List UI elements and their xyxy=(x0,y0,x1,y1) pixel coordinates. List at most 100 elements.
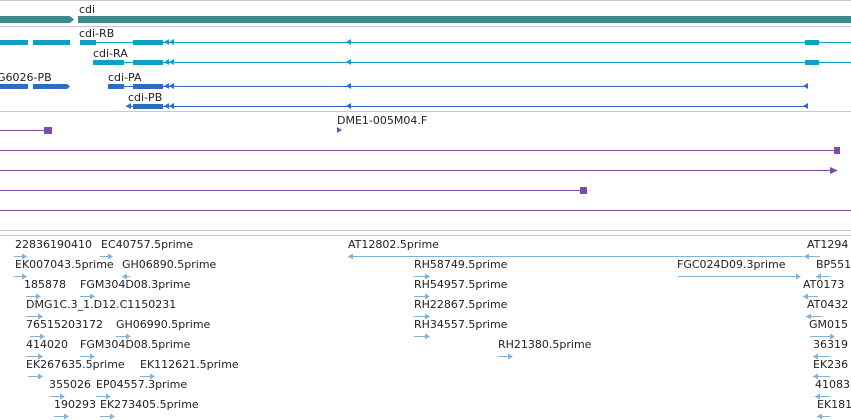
feature-label: BP551 xyxy=(816,258,851,271)
strand-arrow-right xyxy=(36,293,41,300)
feature-label: G6026-PB xyxy=(0,71,52,84)
exon-block[interactable] xyxy=(33,84,67,89)
feature-label: GM015 xyxy=(809,318,848,331)
feature-label: 36319 xyxy=(813,338,848,351)
strand-arrow-left xyxy=(803,293,808,300)
exon-block[interactable] xyxy=(108,84,124,89)
strand-arrow-left xyxy=(803,83,808,89)
strand-arrow-right xyxy=(425,293,430,300)
strand-arrow-left xyxy=(817,413,822,420)
feature-label: EK007043.5prime xyxy=(15,258,114,271)
strand-arrow-left xyxy=(169,103,174,109)
strand-arrow-left xyxy=(806,313,811,320)
strand-arrow-left xyxy=(169,59,174,65)
strand-arrow-left xyxy=(804,253,809,260)
strand-arrow-left xyxy=(164,39,169,45)
feature-label: 185878 xyxy=(24,278,66,291)
strand-arrow-right xyxy=(70,16,74,23)
feature-label: 190293 xyxy=(54,398,96,411)
strand-arrow-left xyxy=(813,353,818,360)
strand-arrow-right xyxy=(126,333,131,340)
feature-label: cdi-PB xyxy=(128,91,162,104)
feature-label: GH06890.5prime xyxy=(122,258,217,271)
feature-label: GH06990.5prime xyxy=(116,318,211,331)
feature-label: EK273405.5prime xyxy=(100,398,199,411)
strand-arrow-left xyxy=(816,273,821,280)
clone-block[interactable] xyxy=(44,127,52,134)
feature-label: EC40757.5prime xyxy=(101,238,193,251)
feature-label: cdi xyxy=(79,3,95,16)
feature-label: FGC024D09.3prime xyxy=(677,258,786,271)
strand-arrow-left xyxy=(813,373,818,380)
feature-label: RH21380.5prime xyxy=(498,338,592,351)
feature-label: RH22867.5prime xyxy=(414,298,508,311)
strand-arrow-right xyxy=(106,393,111,400)
feature-label: 76515203172 xyxy=(26,318,103,331)
strand-arrow-left xyxy=(815,393,820,400)
feature-label: AT12802.5prime xyxy=(348,238,439,251)
strand-arrow-left xyxy=(346,59,351,65)
strand-arrow-right xyxy=(38,313,43,320)
gene-block[interactable] xyxy=(0,16,70,23)
strand-arrow-right xyxy=(22,273,27,280)
feature-label: AT0173 xyxy=(803,278,844,291)
strand-arrow-right xyxy=(425,313,430,320)
feature-label: FGM304D08.3prime xyxy=(80,278,191,291)
strand-arrow-right xyxy=(67,84,70,89)
strand-arrow-right xyxy=(425,273,430,280)
exon-block[interactable] xyxy=(0,40,28,45)
feature-label: cdi-RA xyxy=(93,47,128,60)
strand-arrow-left xyxy=(346,39,351,45)
strand-arrow-left xyxy=(169,83,174,89)
strand-arrow-right xyxy=(830,333,835,340)
strand-arrow-right xyxy=(508,353,513,360)
exon-block[interactable] xyxy=(80,40,96,45)
feature-label: AT1294 xyxy=(807,238,848,251)
strand-arrow-left xyxy=(169,39,174,45)
clone-block[interactable] xyxy=(580,187,587,194)
feature-label: cdi-RB xyxy=(79,27,114,40)
feature-label: 41083 xyxy=(815,378,850,391)
strand-arrow-left xyxy=(346,103,351,109)
strand-arrow-right xyxy=(425,333,430,340)
exon-block[interactable] xyxy=(0,84,28,89)
exon-block[interactable] xyxy=(805,60,819,65)
feature-label: 414020 xyxy=(26,338,68,351)
feature-label: EK236 xyxy=(813,358,848,371)
feature-label: 22836190410 xyxy=(15,238,92,251)
strand-arrow-right xyxy=(38,373,43,380)
strand-arrow-left xyxy=(346,83,351,89)
strand-arrow-left xyxy=(164,59,169,65)
strand-arrow-right xyxy=(22,253,27,260)
feature-label: RH54957.5prime xyxy=(414,278,508,291)
exon-block[interactable] xyxy=(805,40,819,45)
strand-arrow-left xyxy=(164,103,169,109)
strand-arrow-left xyxy=(126,103,131,109)
clone-block[interactable] xyxy=(834,147,840,154)
strand-arrow-right xyxy=(796,273,801,280)
strand-arrow-left xyxy=(122,273,127,280)
strand-arrow-right xyxy=(830,167,838,174)
strand-arrow-left xyxy=(348,253,353,260)
strand-arrow-right xyxy=(90,353,95,360)
feature-label: DMG1C.3_1.D12.C1150231 xyxy=(26,298,176,311)
strand-arrow-right xyxy=(108,253,113,260)
feature-label: RH58749.5prime xyxy=(414,258,508,271)
feature-label: 355026 xyxy=(49,378,91,391)
exon-block[interactable] xyxy=(33,40,70,45)
feature-label: AT0432 xyxy=(807,298,848,311)
strand-arrow-right xyxy=(150,373,155,380)
strand-arrow-left xyxy=(164,83,169,89)
strand-arrow-right xyxy=(64,413,69,420)
feature-label: EK112621.5prime xyxy=(140,358,239,371)
gene-block[interactable] xyxy=(78,16,851,23)
feature-label: DME1-005M04.F xyxy=(337,114,427,127)
strand-arrow-left xyxy=(803,103,808,109)
strand-arrow-right xyxy=(40,333,45,340)
strand-arrow-right xyxy=(38,353,43,360)
feature-label: EK267635.5prime xyxy=(26,358,125,371)
feature-label: EK181 xyxy=(817,398,851,411)
exon-block[interactable] xyxy=(93,60,124,65)
